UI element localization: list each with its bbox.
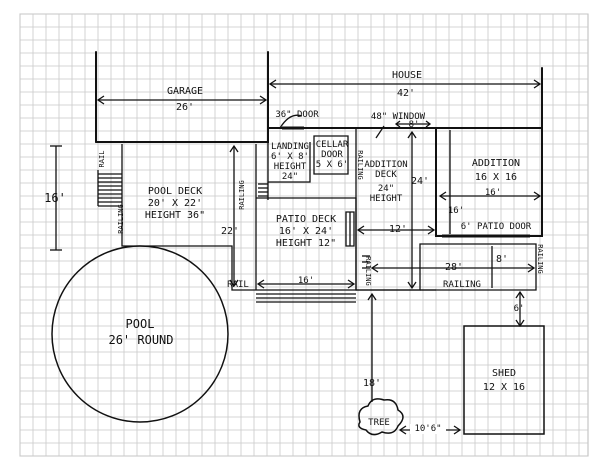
addition-deck-height-label: HEIGHT [369, 194, 403, 204]
railing-patio-label: RAILING [364, 256, 372, 286]
railing-mid-label: RAILING [356, 150, 364, 180]
garage-label: GARAGE [166, 86, 204, 97]
addition-deck-label-2: DECK [375, 170, 397, 180]
patio-deck-size: 16' X 24' [278, 226, 334, 237]
dim-28: 28' [444, 262, 464, 273]
railing-right-label: RAILING [536, 244, 544, 274]
house-front-wall [96, 128, 436, 142]
addition-side-16: 16' [447, 206, 465, 216]
landing-height-label: HEIGHT [273, 162, 307, 172]
cellar-door-label: DOOR [321, 150, 343, 160]
pool-deck-stairs [98, 170, 122, 206]
patio-deck-label: PATIO DECK [275, 214, 337, 225]
window-dimension: 8' [408, 120, 420, 130]
pool-deck-label: POOL DECK [147, 186, 203, 197]
landing-label: LANDING [271, 142, 309, 152]
railing-addition-label: RAILING [238, 180, 246, 210]
landing-stairs [258, 182, 268, 200]
railing-label: RAILING [117, 204, 125, 234]
dim-6: 6' [513, 304, 525, 314]
dim-16-left: 16' [44, 191, 66, 205]
pool-size: 26' ROUND [108, 333, 174, 347]
deck-24-dimension: 24' [410, 176, 430, 187]
dim-16-bottom: 16' [297, 276, 315, 286]
pool-circle [52, 246, 228, 422]
shed-rect [464, 326, 544, 434]
addition-label: ADDITION [471, 158, 521, 169]
addition-deck-label: ADDITION [364, 160, 408, 170]
dim-10-6: 10'6" [410, 424, 446, 434]
cellar-label: CELLAR [315, 140, 349, 150]
garage-dimension: 26' [175, 102, 195, 113]
tree-label: TREE [368, 418, 390, 428]
dim-8: 8' [495, 254, 509, 265]
plan-thin-lines [50, 80, 540, 434]
house-dimension: 42' [396, 88, 416, 99]
house-label: HOUSE [391, 70, 423, 81]
pool-deck-size: 20' X 22' [147, 198, 203, 209]
railing-bottom-label: RAILING [443, 280, 481, 290]
shed-label: SHED [491, 368, 517, 379]
patio-door-label: 6' PATIO DOOR [460, 222, 532, 232]
window-48-label: 48" WINDOW [370, 112, 426, 122]
addition-deck-height-value: 24" [377, 184, 395, 194]
deck-12-dimension: 12' [388, 224, 408, 235]
addition-dim-16: 16' [484, 188, 502, 198]
door-36-label: 36" DOOR [275, 110, 319, 120]
landing-height-value: 24" [281, 172, 299, 182]
dim-18: 18' [362, 378, 382, 389]
tree-shape [359, 399, 403, 435]
dim-22: 22' [220, 226, 240, 237]
rail-left-label: RAIL [98, 150, 106, 168]
patio-deck-height: HEIGHT 12" [275, 238, 337, 249]
landing-size: 6' X 8' [271, 152, 309, 162]
rail-label: RAIL [227, 280, 249, 290]
pool-deck-height: HEIGHT 36" [144, 210, 206, 221]
addition-size: 16 X 16 [474, 172, 518, 183]
pool-label: POOL [125, 317, 155, 331]
shed-size: 12 X 16 [482, 382, 526, 393]
addition-deck-stairs [362, 256, 370, 268]
cellar-size: 5 X 6' [315, 160, 349, 170]
